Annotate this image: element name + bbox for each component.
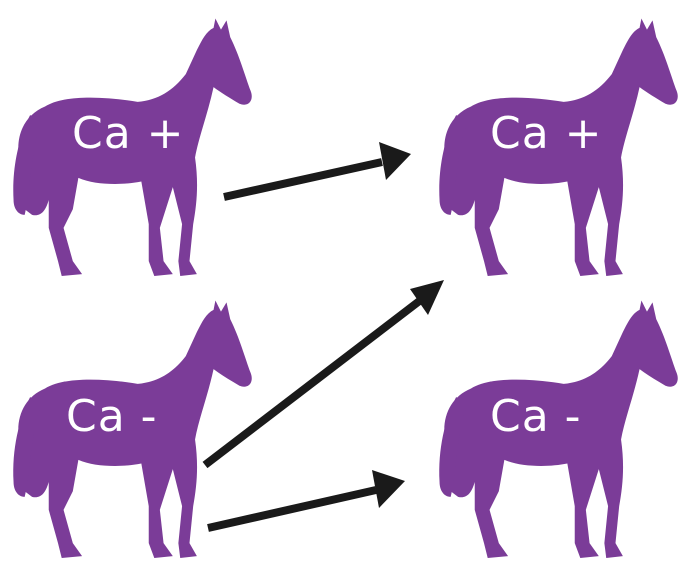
horse-label-bottom-left: Ca - xyxy=(66,391,158,442)
arrow-bottom-to-top xyxy=(202,280,444,469)
arrow-bottom-to-bottom xyxy=(207,470,405,532)
arrow-top-to-top xyxy=(223,142,411,201)
horse-label-bottom-right: Ca - xyxy=(490,391,582,442)
horse-label-top-right: Ca + xyxy=(490,108,603,159)
horse-label-top-left: Ca + xyxy=(72,108,185,159)
